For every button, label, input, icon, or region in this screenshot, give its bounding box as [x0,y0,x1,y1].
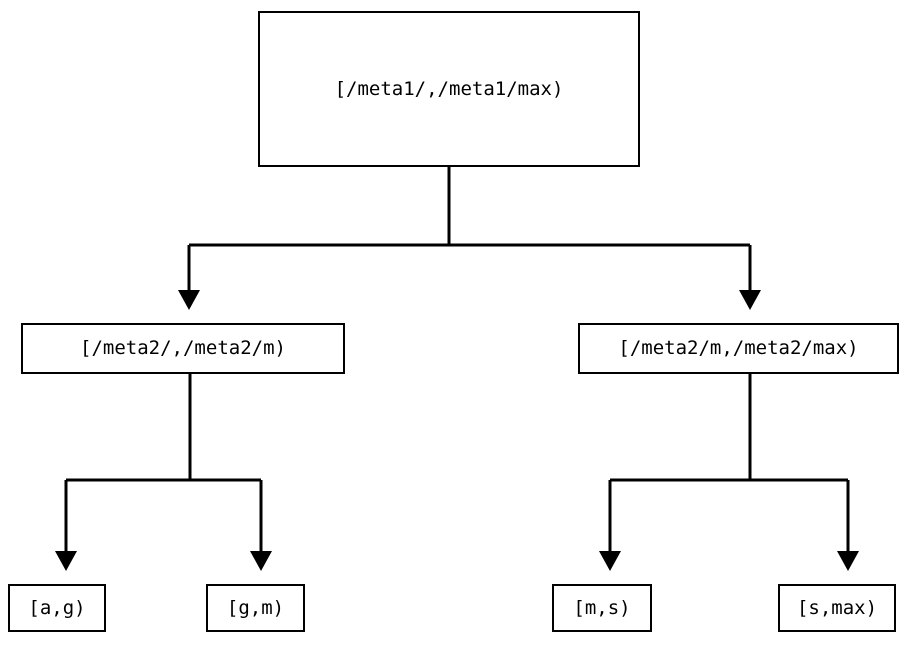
arrowhead-mid-right-to-leaf3 [599,551,621,571]
node-mid-left[interactable]: [/meta2/,/meta2/m) [21,323,345,374]
node-root-label: [/meta1/,/meta1/max) [334,77,564,100]
edge-midleft-to-leaves-group [55,374,272,571]
edge-midright-to-leaves-group [599,374,859,571]
node-leaf-2[interactable]: [g,m) [206,584,305,632]
node-leaf-1[interactable]: [a,g) [8,584,106,632]
arrowhead-mid-left-to-leaf1 [55,551,77,571]
edge-root-to-mid-group [178,167,761,310]
node-leaf-2-label: [g,m) [226,596,285,619]
node-mid-right-label: [/meta2/m,/meta2/max) [618,337,859,359]
arrowhead-root-to-mid-right [739,290,761,310]
node-leaf-4-label: [s,max) [796,596,878,619]
node-leaf-3-label: [m,s) [573,596,631,619]
node-leaf-3[interactable]: [m,s) [552,584,652,632]
node-root[interactable]: [/meta1/,/meta1/max) [258,11,640,167]
node-mid-right[interactable]: [/meta2/m,/meta2/max) [578,323,899,374]
node-leaf-4[interactable]: [s,max) [778,584,896,632]
arrowhead-mid-right-to-leaf4 [837,551,859,571]
arrowhead-mid-left-to-leaf2 [250,551,272,571]
node-mid-left-label: [/meta2/,/meta2/m) [80,337,286,359]
arrowhead-root-to-mid-left [178,290,200,310]
node-leaf-1-label: [a,g) [28,596,86,619]
